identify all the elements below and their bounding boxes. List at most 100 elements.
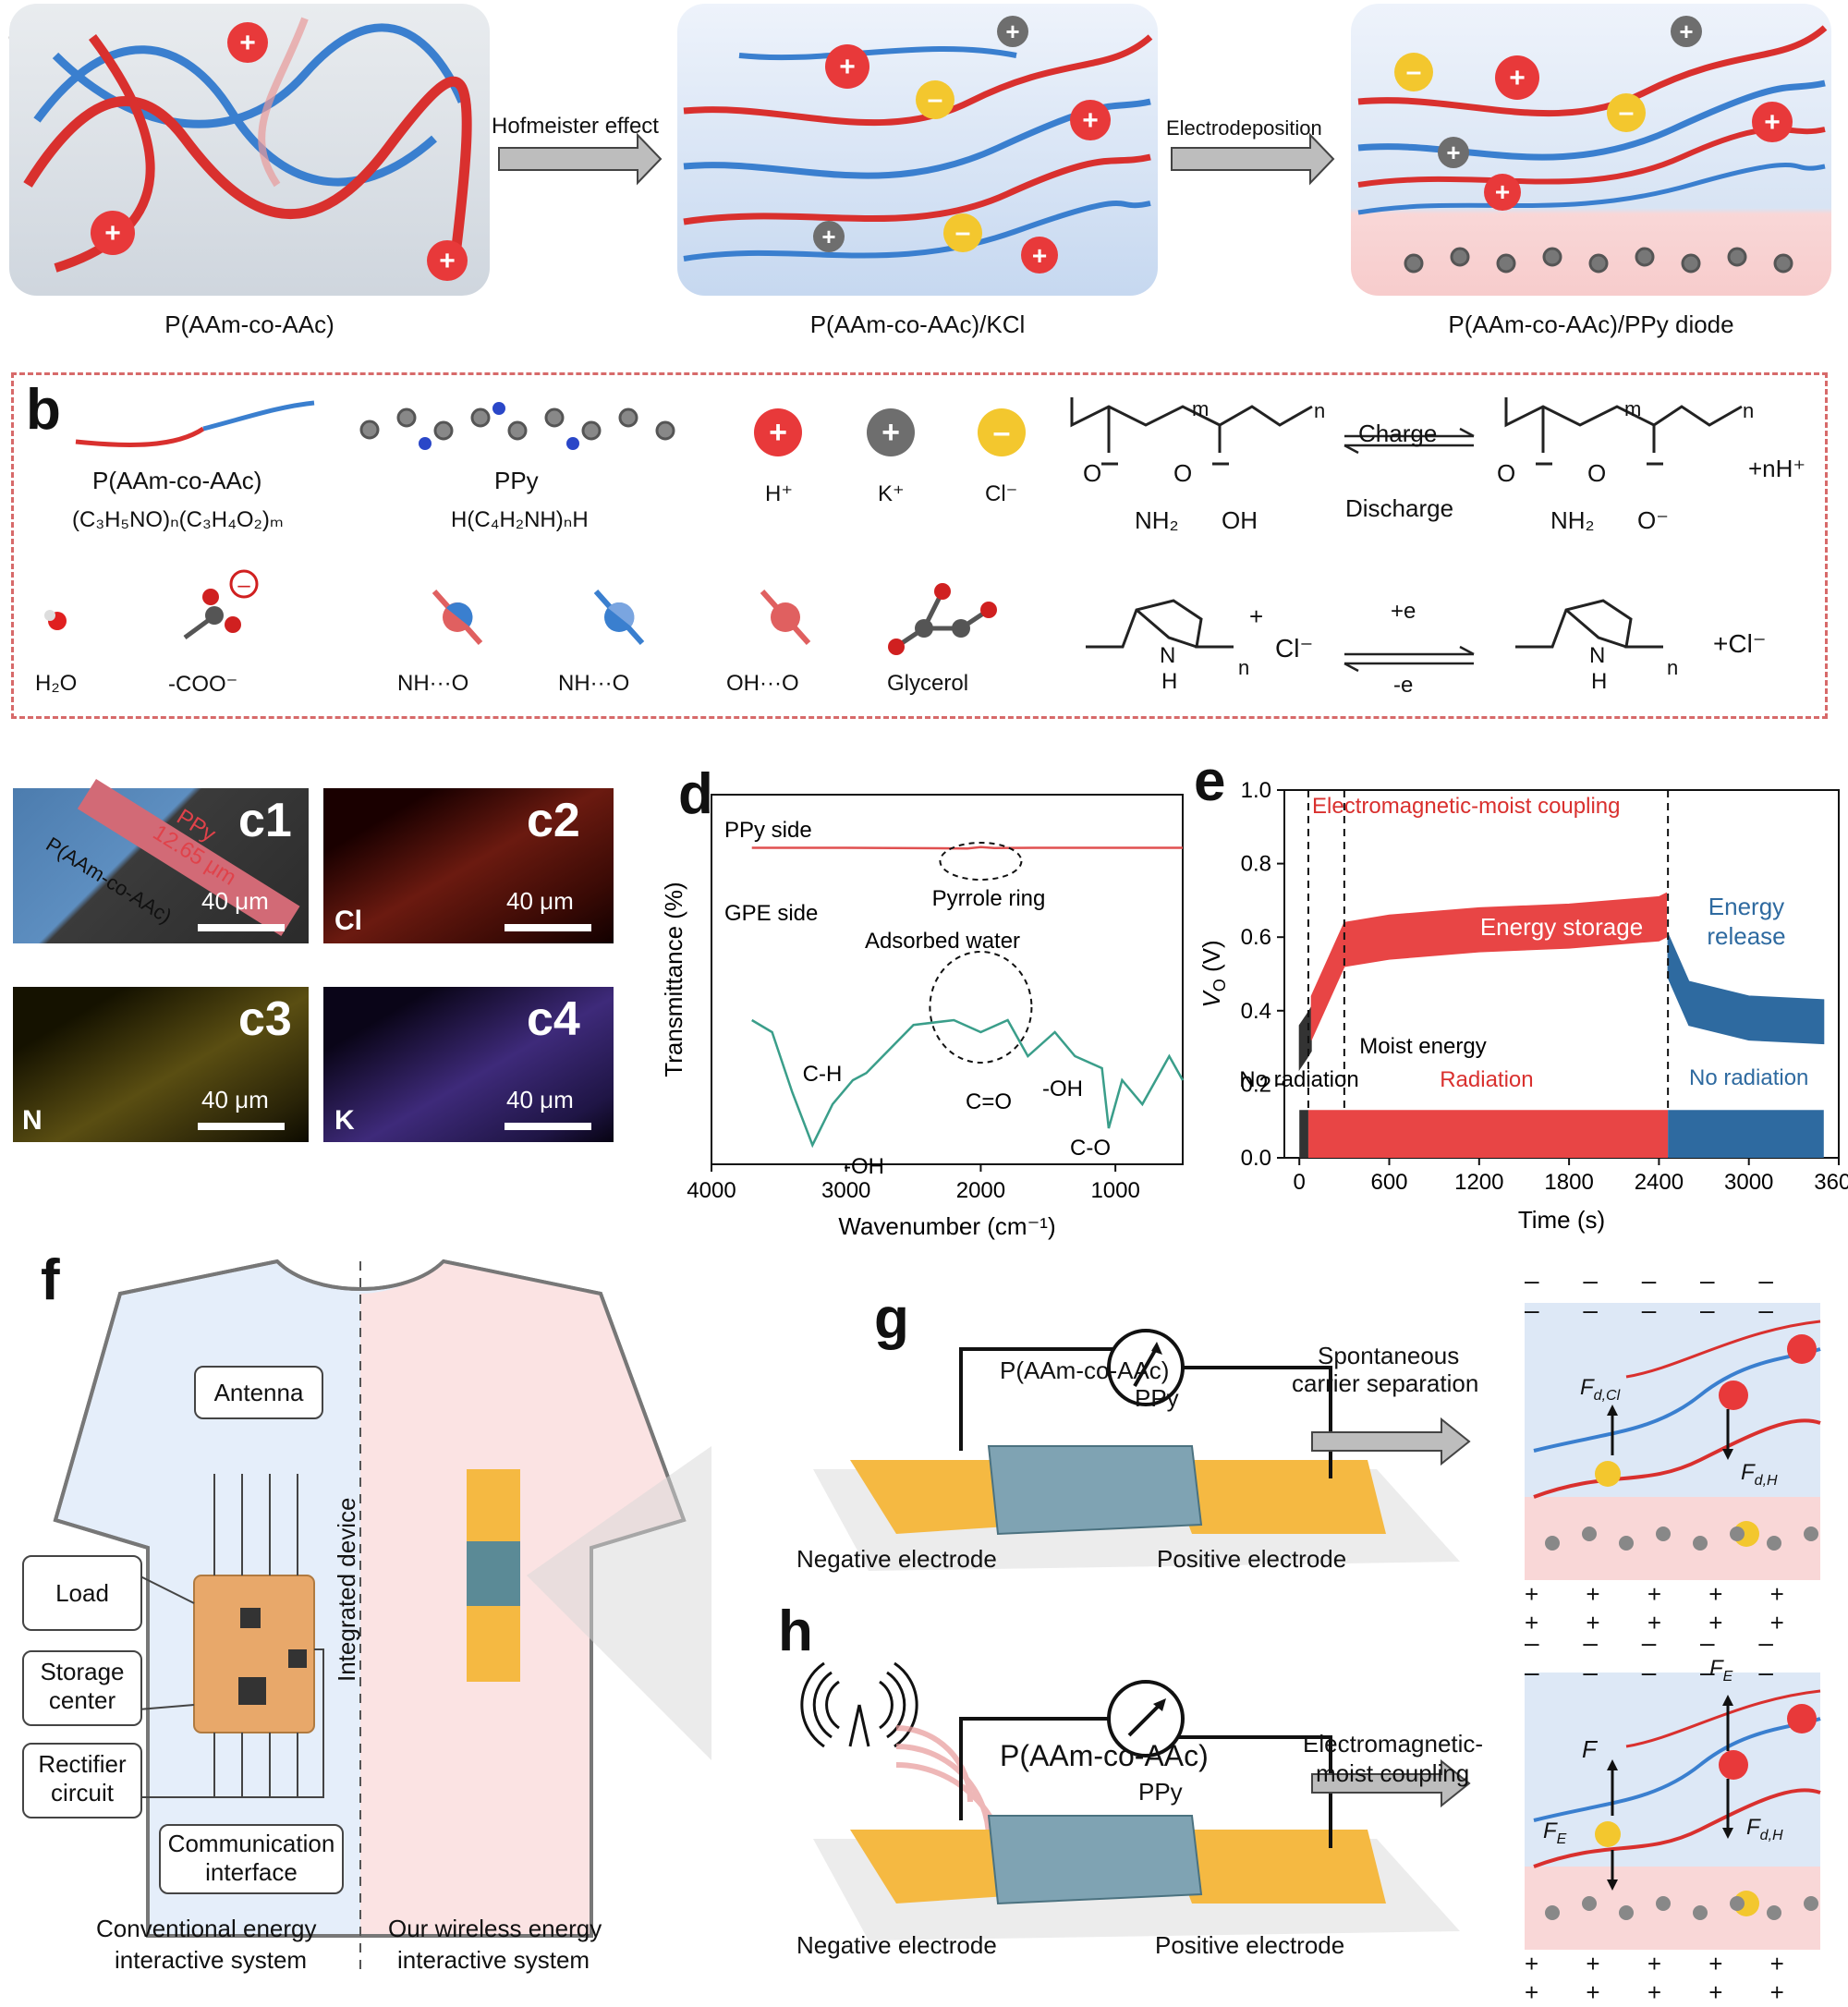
d-ylabel: Transmittance (%) [660,882,687,1076]
d-ellipse-water [929,951,1033,1064]
c4-scale: 40 μm [506,1086,574,1113]
e-ann-coupling: Electromagnetic-moist coupling [1312,794,1620,819]
svg-text:+: + [1679,18,1693,45]
e-xtick-label-4: 2400 [1635,1170,1684,1195]
d-xtick-label-1: 3000 [821,1178,870,1203]
b-r1-o2: O [1173,459,1193,487]
svg-text:–: – [1619,97,1635,128]
d-series-0 [751,845,1183,850]
panel-a-arrow2-label: Electrodeposition [1166,116,1322,140]
svg-text:–: – [237,573,250,598]
svg-text:+: + [1032,241,1047,270]
b-r1-o1: O [1083,459,1102,487]
panel-c-tile-c3 [13,987,309,1142]
e-xtick-label-1: 600 [1370,1170,1407,1195]
b-copolymer-label: P(AAm-co-AAc) [92,467,262,494]
b-r1-m1: m [1192,397,1210,420]
h-pos-label: Positive electrode [1155,1931,1345,1959]
b-r2-plus: + [1249,602,1264,630]
svg-text:+: + [1509,63,1526,93]
c3-scale: 40 μm [201,1086,269,1113]
e-xtick-label-0: 0 [1294,1170,1306,1195]
b-k-ion-label: K⁺ [878,481,905,506]
panel-a-arrow1 [498,132,663,186]
c2-element: Cl [334,906,362,936]
e-ann-norad-right: No radiation [1689,1065,1808,1090]
svg-text:+: + [881,415,900,450]
f-rectifier-line2: circuit [51,1779,114,1806]
b-r2-n-right: n [1667,656,1679,679]
svg-text:+: + [1764,107,1781,138]
h-f-e-left: FE [1543,1818,1567,1847]
b-r1-nh2-left: NH₂ [1135,506,1179,534]
svg-text:+: + [1495,177,1510,206]
d-series-1 [751,1018,1185,1149]
svg-text:+: + [821,223,835,250]
e-ann-moist: Moist energy [1359,1034,1486,1059]
c3-element: N [22,1105,43,1136]
d-frame [711,794,1184,1165]
panel-a-figure: + + + + + + + + – – + + + + + – – [9,4,1831,296]
svg-text:–: – [955,217,971,248]
c2-scale: 40 μm [506,887,574,915]
f-comm-line1: Communication [167,1830,335,1857]
c1-label: c1 [238,794,292,847]
panel-d-label: d [678,762,713,826]
panel-a-ions: + + + + + + + + – – + + + + + – – [91,16,1793,281]
panel-b-label: b [26,378,61,442]
b-r2-nh-left: N [1160,643,1176,668]
d-annotation-2: C-H [803,1062,843,1087]
b-r1-oh: OH [1222,506,1258,534]
b-r2-n-left: n [1238,656,1250,679]
e-ann-release1: Energy [1708,893,1784,920]
h-ppy-label: PPy [1138,1778,1183,1806]
c4-label: c4 [527,992,580,1046]
svg-text:+: + [769,415,787,450]
panel-b-frame [11,372,1828,719]
g-plus-row: + + + + + + + + + + [1525,1580,1805,1636]
f-load-box: Load [22,1555,142,1631]
g-f-h: Fd,H [1741,1460,1778,1489]
g-gpe-label: P(AAm-co-AAc) [1000,1356,1170,1384]
b-r1-discharge: Discharge [1345,494,1454,522]
panel-b-figure: + + – – [44,397,1743,673]
b-r2-nh-right: N [1589,643,1606,668]
h-plus-row: + + + + + + + + + + [1525,1950,1805,2006]
e-band-2 [1668,1110,1824,1158]
b-coo-label: -COO⁻ [168,672,238,697]
e-ytick-label-4: 0.8 [1241,852,1271,877]
f-caption-right1: Our wireless energy [388,1915,602,1942]
f-comm-box: Communication interface [159,1824,344,1894]
d-series-label-0: PPy side [724,818,812,843]
panel-g-figure [813,1303,1821,1580]
b-ppy-label: PPy [494,467,539,494]
d-annotation-1: Adsorbed water [865,929,1020,954]
e-band-1 [1307,1110,1669,1158]
c1-scalebar [198,924,285,931]
f-integrated-label: Integrated device [333,1497,360,1682]
panel-h-figure [800,1661,1821,1950]
svg-text:+: + [1446,139,1460,166]
f-comm-line2: interface [205,1858,298,1886]
h-f-e-top: FE [1709,1656,1733,1685]
b-r1-m2: m [1624,397,1642,420]
h-neg-label: Negative electrode [796,1931,997,1959]
h-f-h: Fd,H [1746,1815,1783,1843]
b-r1-o3: O [1497,459,1516,487]
panel-a-caption3: P(AAm-co-AAc)/PPy diode [1448,310,1734,338]
pcb [193,1575,315,1733]
panel-e-label: e [1194,749,1226,813]
svg-text:+: + [839,52,856,82]
b-r2-cl-left: Cl⁻ [1275,634,1314,663]
b-r2-h-left: H [1161,669,1178,694]
c1-scale: 40 μm [201,887,269,915]
panel-a-arrow1-label: Hofmeister effect [492,114,659,139]
c4-scalebar [505,1123,591,1130]
b-r1-n2: n [1743,399,1755,422]
d-xlabel: Wavenumber (cm⁻¹) [838,1212,1055,1240]
svg-text:+: + [239,28,256,58]
e-ann-release2: release [1707,922,1785,950]
h-minus-row: – – – – – – – – – – [1525,1628,1792,1686]
g-neg-label: Negative electrode [796,1545,997,1573]
panel-c-tile-c2 [323,788,614,943]
